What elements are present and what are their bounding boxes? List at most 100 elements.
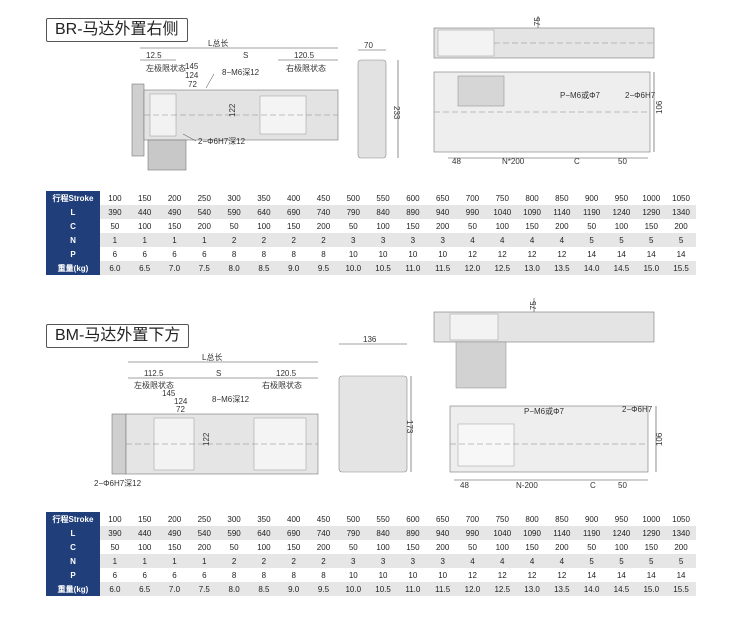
table-cell: 3 [338, 233, 369, 247]
table-cell: 13.5 [546, 261, 577, 275]
table-cell: 6 [142, 249, 147, 259]
table-cell: 250 [197, 193, 211, 203]
table-cell: 6 [112, 249, 118, 259]
table-cell: 950 [614, 514, 629, 524]
table-cell: 6.5 [129, 582, 160, 596]
table-cell: 890 [397, 205, 428, 219]
table-cell: 840 [368, 205, 398, 219]
bm-dim-120-5: 120.5 [276, 369, 297, 378]
table-cell: 9.0 [278, 261, 309, 275]
row-header: L [46, 526, 100, 540]
table-cell: 540 [189, 205, 220, 219]
table-cell: 14 [616, 570, 626, 580]
table-cell: 8.5 [248, 582, 279, 596]
br-dim-72: 72 [188, 80, 197, 89]
table-cell: 490 [159, 205, 190, 219]
row-header: P [46, 247, 100, 261]
table-cell: 150 [287, 542, 301, 552]
table-cell: 6 [172, 570, 177, 580]
table-cell: 200 [316, 221, 331, 231]
table-cell: 1 [189, 233, 220, 247]
table-cell: 3 [368, 233, 398, 247]
table-cell: 400 [287, 514, 301, 524]
table-cell: 3 [427, 554, 458, 568]
table-cell: 250 [197, 514, 211, 524]
table-cell: 7.0 [159, 582, 190, 596]
table-cell: 5 [576, 554, 607, 568]
table-cell: 5 [636, 554, 667, 568]
table-cell: 640 [248, 526, 279, 540]
table-cell: 10 [438, 570, 448, 580]
table-cell: 9.5 [308, 582, 339, 596]
table-cell: 100 [138, 542, 152, 552]
bm-dim-112-5: 112.5 [144, 369, 164, 378]
table-cell: 500 [346, 514, 360, 524]
table-cell: 6.5 [129, 261, 160, 275]
table-cell: 10 [348, 249, 358, 259]
table-cell: 15.0 [636, 261, 667, 275]
table-cell: 100 [614, 542, 629, 552]
table-cell: 100 [108, 193, 122, 203]
table-cell: 940 [427, 205, 458, 219]
table-cell: 14 [646, 249, 656, 259]
table-cell: 3 [338, 554, 369, 568]
br-m6-label: 8−M6深12 [222, 68, 260, 77]
table-cell: 10 [408, 249, 418, 259]
br-dim-48: 48 [452, 157, 461, 166]
table-cell: 800 [525, 514, 539, 524]
table-cell: 640 [248, 205, 279, 219]
table-cell: 8.5 [248, 261, 279, 275]
table-cell: 200 [435, 542, 450, 552]
table-cell: 6.0 [100, 261, 130, 275]
table-cell: 11.5 [427, 582, 458, 596]
table-cell: 5 [576, 233, 607, 247]
table-cell: 100 [495, 221, 509, 231]
table-cell: 1050 [672, 514, 690, 524]
table-cell: 5 [606, 233, 637, 247]
table-cell: 15.0 [636, 582, 667, 596]
table-cell: 900 [584, 514, 599, 524]
table-cell: 12.0 [457, 582, 488, 596]
table-cell: 150 [138, 514, 152, 524]
table-cell: 10 [348, 570, 358, 580]
table-cell: 12 [557, 249, 567, 259]
table-cell: 13.0 [517, 261, 547, 275]
table-cell: 390 [100, 205, 130, 219]
table-cell: 1090 [517, 526, 547, 540]
bm-phi-h7-12-label: 2−Φ6H7深12 [94, 479, 142, 488]
table-cell: 200 [197, 542, 211, 552]
table-cell: 900 [584, 193, 599, 203]
table-cell: 440 [129, 526, 160, 540]
table-cell: 750 [495, 193, 509, 203]
table-cell: 1000 [642, 514, 661, 524]
bm-dim-136: 136 [363, 335, 377, 344]
table-cell: 50 [348, 542, 358, 552]
table-cell: 700 [465, 193, 480, 203]
table-cell: 6 [112, 570, 118, 580]
br-dim-50: 50 [618, 157, 627, 166]
br-l-total-label: L总长 [208, 38, 228, 48]
table-cell: 100 [495, 542, 509, 552]
table-cell: 150 [525, 221, 539, 231]
table-cell: 350 [257, 193, 271, 203]
table-cell: 13.0 [517, 582, 547, 596]
table-cell: 200 [167, 193, 182, 203]
table-cell: 9.5 [308, 261, 339, 275]
table-cell: 1000 [642, 193, 661, 203]
table-cell: 750 [495, 514, 509, 524]
br-dim-75: 75 [533, 17, 542, 26]
table-cell: 5 [636, 233, 667, 247]
table-cell: 4 [546, 554, 577, 568]
table-cell: 100 [138, 221, 152, 231]
table-cell: 450 [316, 514, 331, 524]
br-c-label: C [574, 157, 580, 166]
table-cell: 14 [616, 249, 626, 259]
table-cell: 7.5 [189, 261, 220, 275]
table-cell: 300 [227, 514, 241, 524]
table-cell: 14 [587, 249, 597, 259]
table-cell: 1190 [576, 526, 607, 540]
